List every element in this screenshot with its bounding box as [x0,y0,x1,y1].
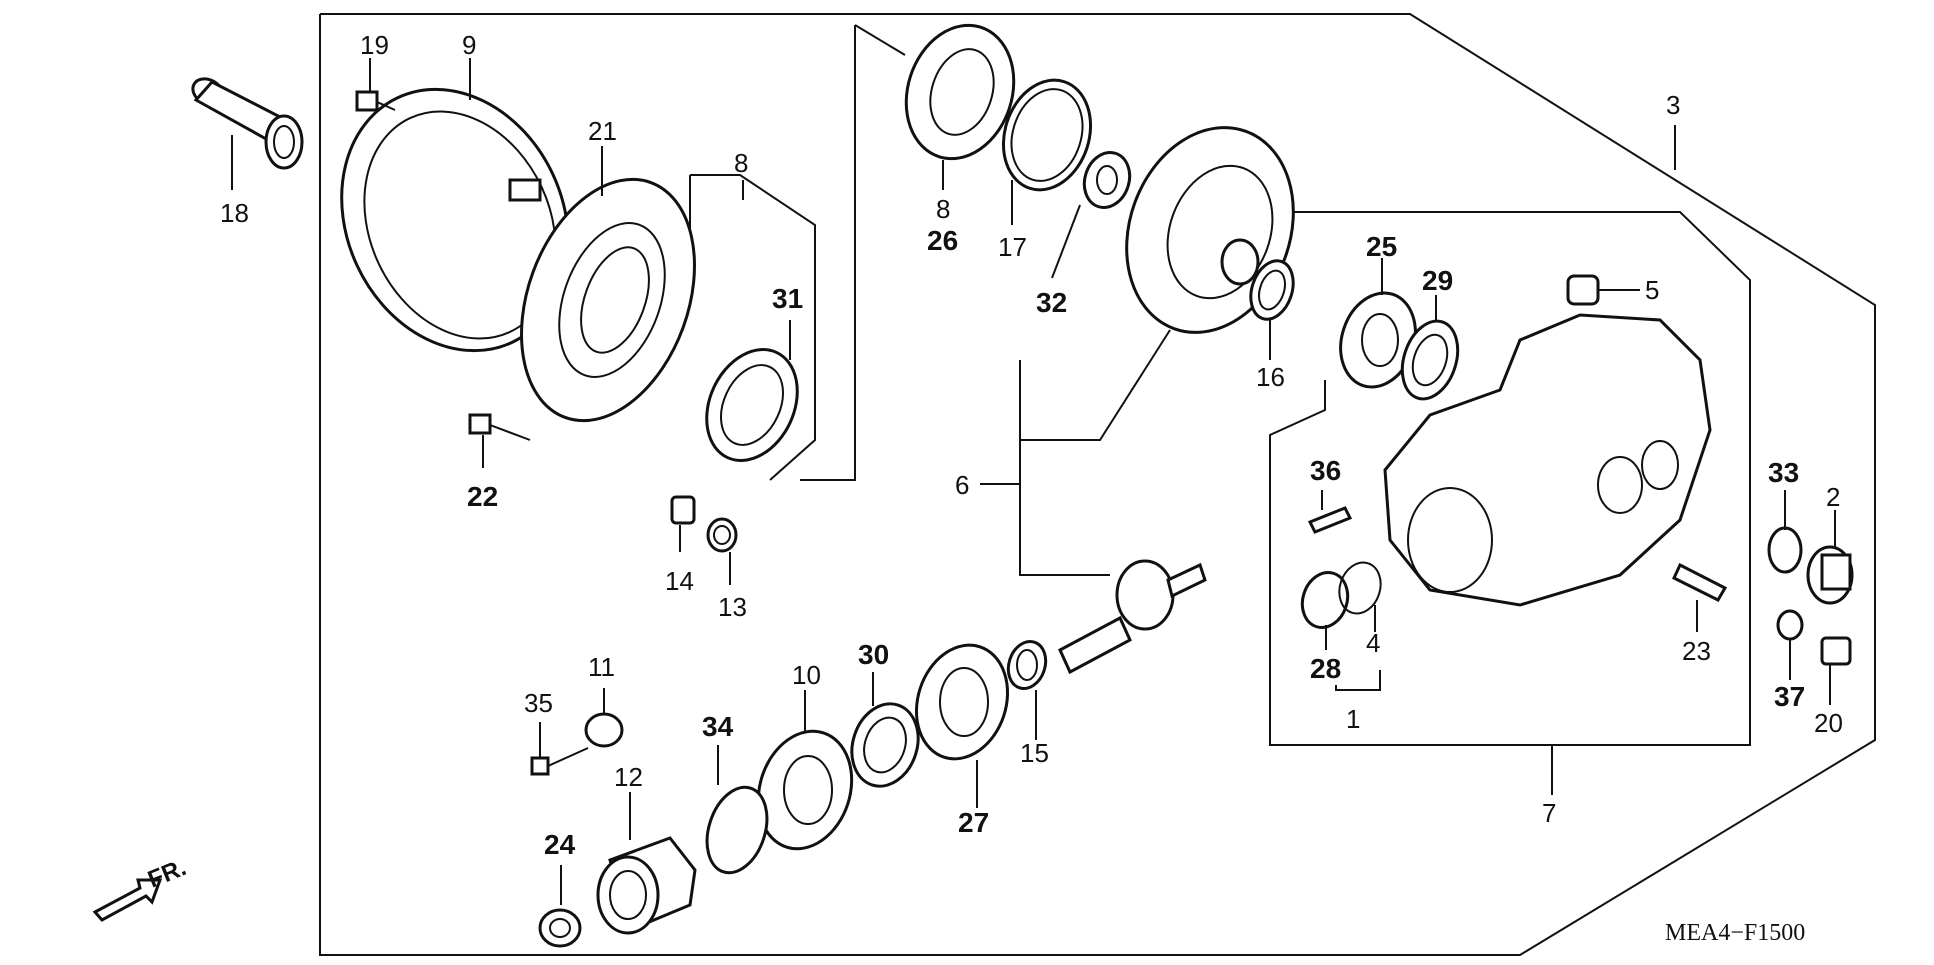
housing-frame [1269,211,1751,746]
callout-36: 36 [1310,455,1341,486]
part-seal-29 [1400,319,1460,401]
callout-2: 2 [1826,482,1840,512]
callout-16: 16 [1256,362,1285,392]
part-collar-10 [756,729,854,851]
part-o-ring-33 [1767,526,1803,574]
part-sleeve [191,77,304,170]
callout-7: 7 [1542,798,1556,828]
part-bolt-23 [1672,562,1728,602]
part-clamp-11 [584,712,624,748]
callout-19: 19 [360,30,389,60]
part-spring-13 [706,517,738,553]
callout-27: 27 [958,807,989,838]
callout-labels: 19 9 18 21 8 31 22 14 13 8 26 17 32 16 3… [220,30,1843,860]
callout-32: 32 [1036,287,1067,318]
group-frame-31 [690,174,816,481]
frame-line [854,24,906,56]
callout-26: 26 [927,225,958,256]
part-snap-ring-17 [1001,78,1093,192]
callout-1: 1 [1346,704,1360,734]
part-shim-15 [1006,640,1048,690]
callout-35: 35 [524,688,553,718]
callout-9: 9 [462,30,476,60]
callout-11: 11 [588,652,615,682]
part-washer-14 [670,495,696,525]
callout-20: 20 [1814,708,1843,738]
callout-25: 25 [1366,231,1397,262]
part-bolt-20 [1820,636,1852,666]
callout-4: 4 [1366,628,1380,658]
assembly-frame [319,13,1876,956]
part-seal-30 [850,702,920,788]
leader-lines [231,58,1836,905]
part-washer-37 [1776,609,1804,641]
callout-29: 29 [1422,265,1453,296]
callout-14: 14 [665,566,694,596]
callout-10: 10 [792,660,821,690]
part-ring-gear [1125,126,1295,334]
callout-22: 22 [467,481,498,512]
callout-37: 37 [1774,681,1805,712]
callout-34: 34 [702,711,734,742]
part-bearing-32 [1082,151,1132,209]
callout-5: 5 [1645,275,1659,305]
callout-28: 28 [1310,653,1341,684]
part-cap-5 [1566,274,1640,306]
callout-33: 33 [1768,457,1799,488]
part-bearing-26 [904,23,1016,161]
direction-label: FR. [144,854,190,894]
callout-8-holder: 8 [734,148,748,178]
callout-18: 18 [220,198,249,228]
part-shim-16 [1249,259,1295,321]
part-plug-2 [1806,545,1854,605]
part-final-drive-housing [1383,313,1712,607]
callout-8-bearing: 8 [936,194,950,224]
callout-13: 13 [718,592,747,622]
callout-21: 21 [588,116,617,146]
part-bolt-22 [468,413,531,441]
part-pinion-gear [1058,559,1207,675]
callout-3: 3 [1666,90,1680,120]
callout-12: 12 [614,762,643,792]
part-bearing-27 [914,643,1010,761]
part-bearing-holder [520,177,696,423]
part-band-ring [340,87,570,353]
callout-6: 6 [955,470,969,500]
diagram-code: MEA4−F1500 [1665,920,1805,946]
front-direction-arrow: FR. [92,854,190,922]
callout-17: 17 [998,232,1027,262]
part-bearing-28 [1300,561,1382,629]
callout-23: 23 [1682,636,1711,666]
part-oil-seal-31 [705,348,799,462]
part-bolt-19 [355,90,396,112]
part-coupler-12 [596,836,697,935]
callout-30: 30 [858,639,889,670]
callout-15: 15 [1020,738,1049,768]
callout-24: 24 [544,829,576,860]
section-divider [800,25,856,481]
callout-31: 31 [772,283,803,314]
part-o-ring-34 [705,785,769,875]
part-nut-24 [538,908,582,948]
part-stud-36 [1307,506,1353,534]
